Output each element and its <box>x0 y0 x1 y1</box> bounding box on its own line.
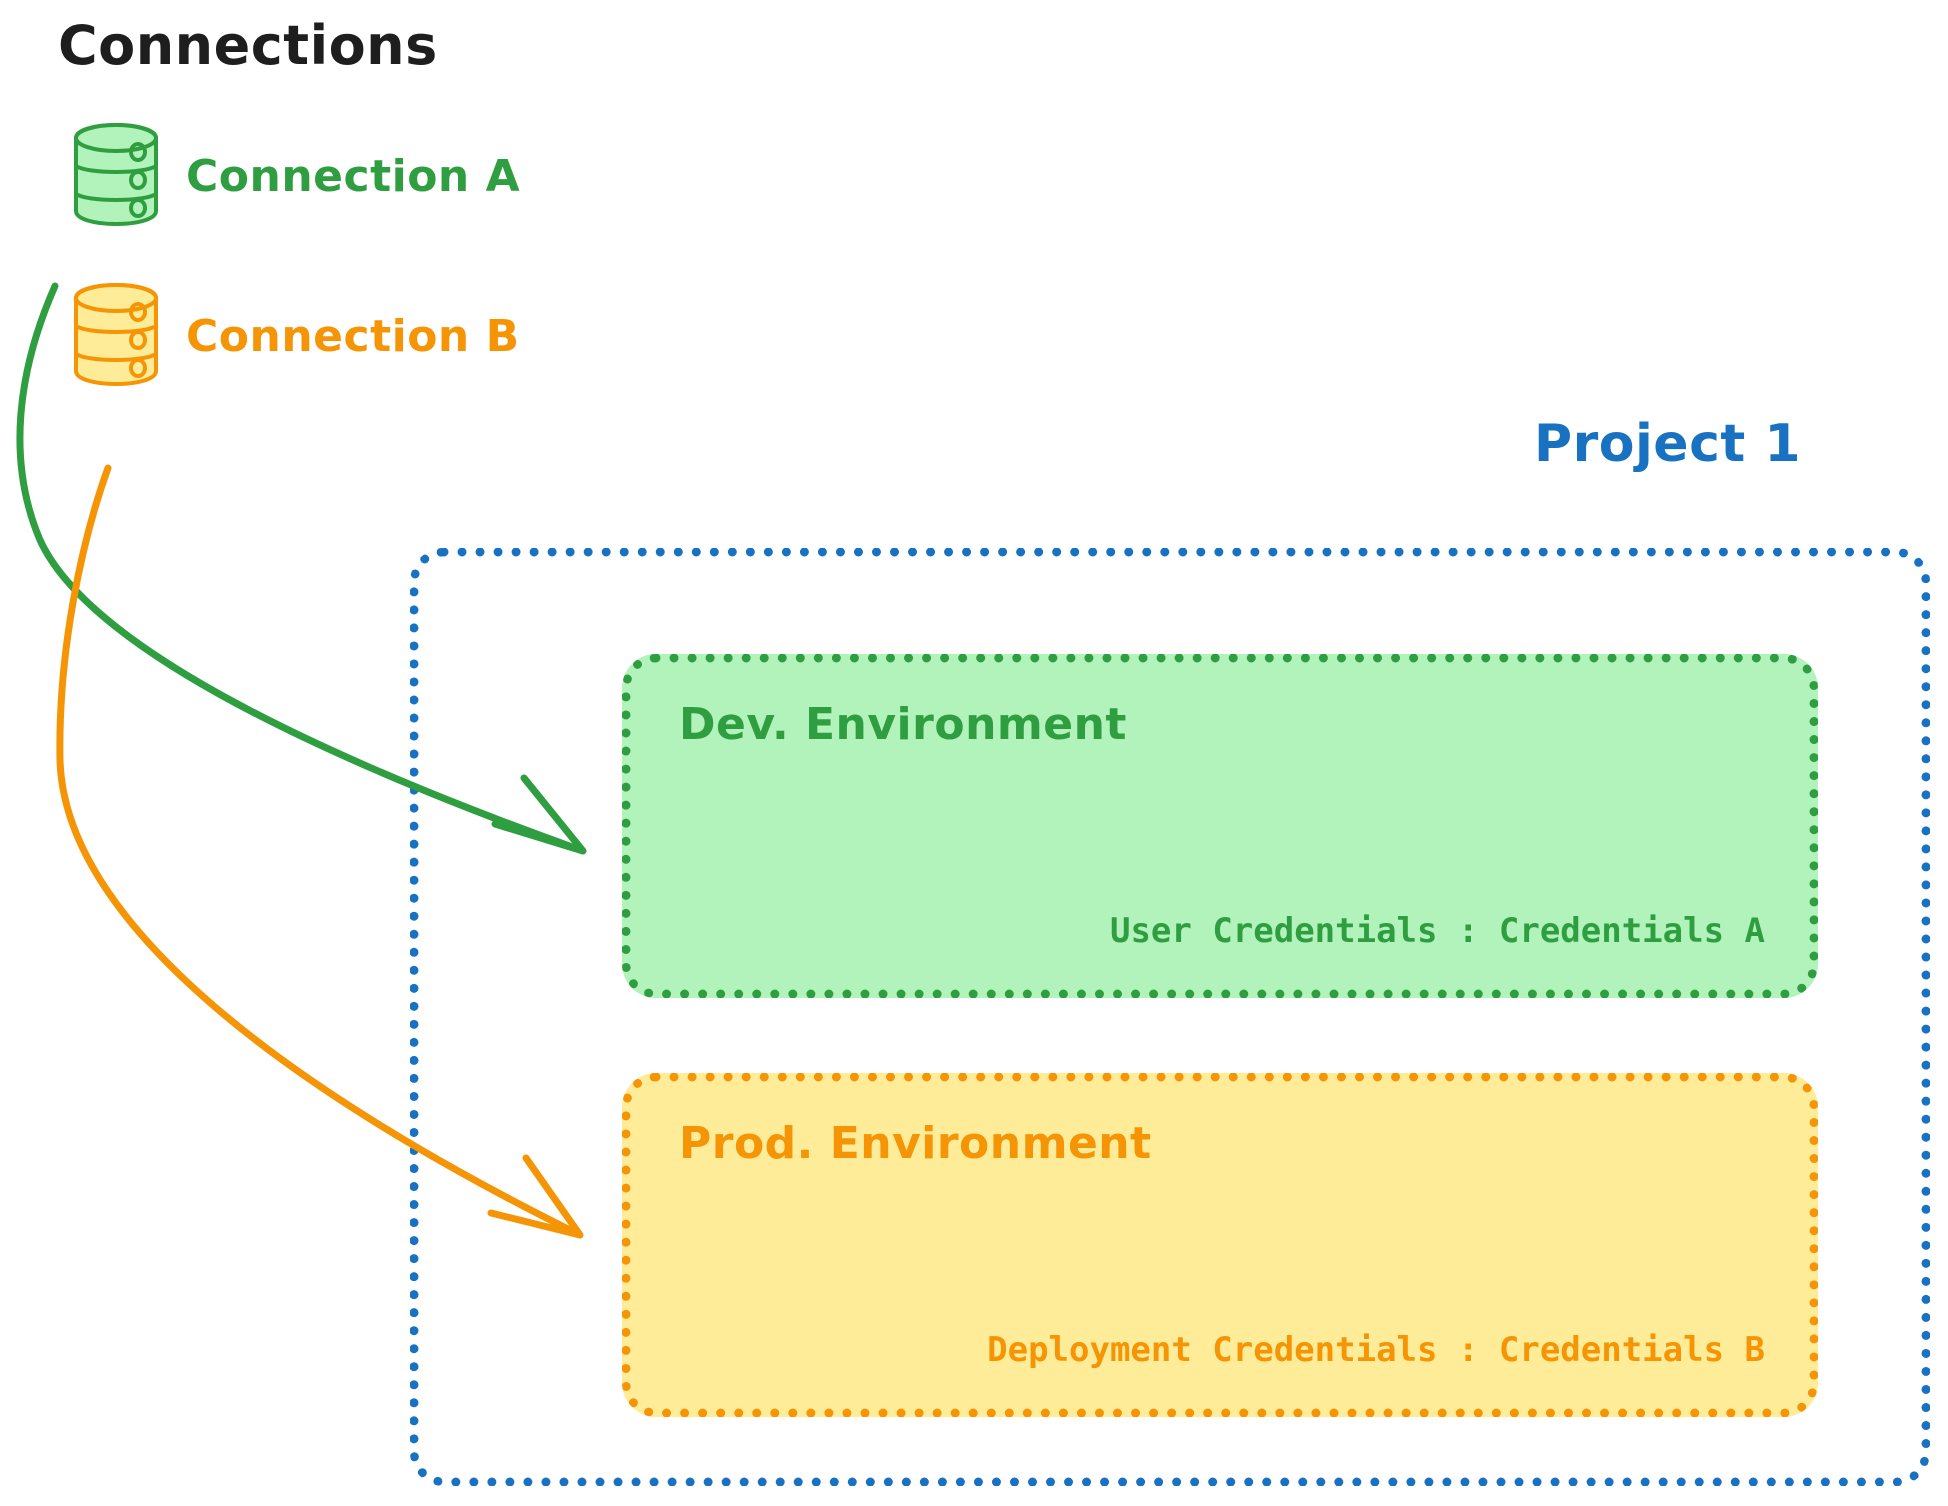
connection-item-b[interactable]: Connection B <box>68 278 520 390</box>
dev-environment-title: Dev. Environment <box>679 699 1127 750</box>
prod-environment-credentials: Deployment Credentials : Credentials B <box>987 1330 1765 1370</box>
connection-item-a[interactable]: Connection A <box>68 118 520 230</box>
connection-label-b: Connection B <box>186 310 520 362</box>
database-icon <box>68 118 164 230</box>
dev-environment-credentials: User Credentials : Credentials A <box>1109 911 1765 951</box>
prod-environment-box[interactable]: Prod. Environment Deployment Credentials… <box>622 1073 1818 1417</box>
project-label: Project 1 <box>1534 414 1802 474</box>
page-title: Connections <box>58 14 438 77</box>
connection-label-a: Connection A <box>186 150 521 202</box>
dev-environment-box[interactable]: Dev. Environment User Credentials : Cred… <box>622 654 1818 998</box>
prod-environment-title: Prod. Environment <box>679 1118 1152 1169</box>
database-icon <box>68 278 164 390</box>
